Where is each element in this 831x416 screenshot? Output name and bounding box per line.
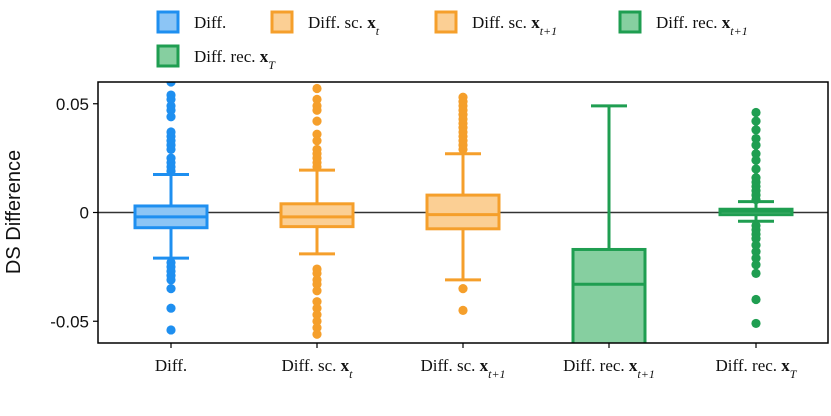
outlier-point (458, 305, 468, 315)
legend-item-5: Diff. rec. xT (156, 44, 276, 72)
y-tick-label: 0.05 (56, 95, 89, 114)
x-tick-label: Diff. rec. xt+1 (563, 356, 655, 381)
legend-label: Diff. sc. xt (308, 13, 380, 38)
outlier-point (751, 149, 761, 159)
outlier-point (166, 325, 176, 335)
outlier-point (166, 112, 176, 122)
outlier-point (312, 323, 322, 333)
outlier-point (458, 284, 468, 294)
outlier-point (166, 275, 176, 285)
outlier-point (312, 303, 322, 313)
outlier-point (751, 164, 761, 174)
outlier-point (312, 297, 322, 307)
box-series-5 (718, 107, 794, 329)
outlier-point (312, 116, 322, 126)
outlier-point (751, 234, 761, 244)
legend-label: Diff. rec. xt+1 (656, 13, 748, 38)
outlier-point (751, 318, 761, 329)
outlier-point (312, 279, 322, 289)
outlier-point (312, 162, 322, 172)
legend-label: Diff. sc. xt+1 (472, 13, 557, 38)
outlier-point (166, 303, 176, 313)
outlier-point (751, 140, 761, 150)
outlier-point (312, 268, 322, 278)
outlier-point (312, 83, 322, 94)
outlier-point (166, 166, 176, 176)
outlier-point (751, 116, 761, 126)
iqr-box (279, 202, 355, 229)
outlier-point (751, 133, 761, 144)
outlier-point (312, 94, 322, 104)
outlier-point (751, 253, 761, 263)
legend-swatch (270, 10, 294, 34)
plot-marks (98, 82, 828, 343)
outlier-point (751, 294, 761, 305)
outlier-point (751, 260, 761, 270)
legend-swatch (618, 10, 642, 34)
y-tick-label: -0.05 (50, 312, 89, 331)
outlier-point (751, 107, 761, 118)
outlier-point (751, 247, 761, 257)
x-tick-label: Diff. sc. xt (281, 356, 353, 381)
outlier-point (312, 136, 322, 146)
outlier-point (751, 194, 761, 205)
plot-area (97, 81, 829, 344)
outlier-point (166, 105, 176, 115)
outlier-point (312, 105, 322, 115)
legend-label: Diff. rec. xT (194, 47, 276, 72)
outlier-point (312, 316, 322, 326)
outlier-point (751, 125, 761, 135)
legend-item-4: Diff. rec. xt+1 (618, 10, 748, 38)
y-axis: -0.05 0 0.05 (50, 95, 98, 331)
outlier-point (166, 94, 176, 104)
y-tick-label: 0 (80, 204, 89, 223)
outlier-point (312, 286, 322, 296)
x-tick-label: Diff. (155, 356, 187, 375)
outlier-point (312, 129, 322, 139)
box-series-1 (133, 82, 209, 335)
x-tick-label: Diff. sc. xt+1 (420, 356, 505, 381)
outlier-point (166, 144, 176, 155)
iqr-box (571, 247, 647, 343)
outlier-point (751, 155, 761, 165)
outlier-point (751, 268, 761, 278)
outlier-point (751, 240, 761, 250)
legend-item-1: Diff. (156, 10, 226, 34)
legend-item-2: Diff. sc. xt (270, 10, 380, 38)
box-series-4 (571, 104, 647, 343)
outlier-point (458, 144, 468, 155)
legend-swatch (434, 10, 458, 34)
legend-label: Diff. (194, 13, 226, 32)
outlier-point (166, 82, 176, 87)
box-series-3 (425, 92, 501, 315)
outlier-point (312, 310, 322, 320)
iqr-box (425, 193, 501, 231)
outlier-point (166, 284, 176, 294)
y-axis-label: DS Difference (3, 150, 25, 274)
box-series-2 (279, 83, 355, 339)
legend-swatch (156, 44, 180, 68)
x-tick-label: Diff. rec. xT (716, 356, 798, 381)
legend-item-3: Diff. sc. xt+1 (434, 10, 557, 38)
outlier-point (312, 329, 322, 339)
legend-swatch (156, 10, 180, 34)
x-axis: Diff. Diff. sc. xt Diff. sc. xt+1 Diff. rec… (155, 343, 798, 381)
